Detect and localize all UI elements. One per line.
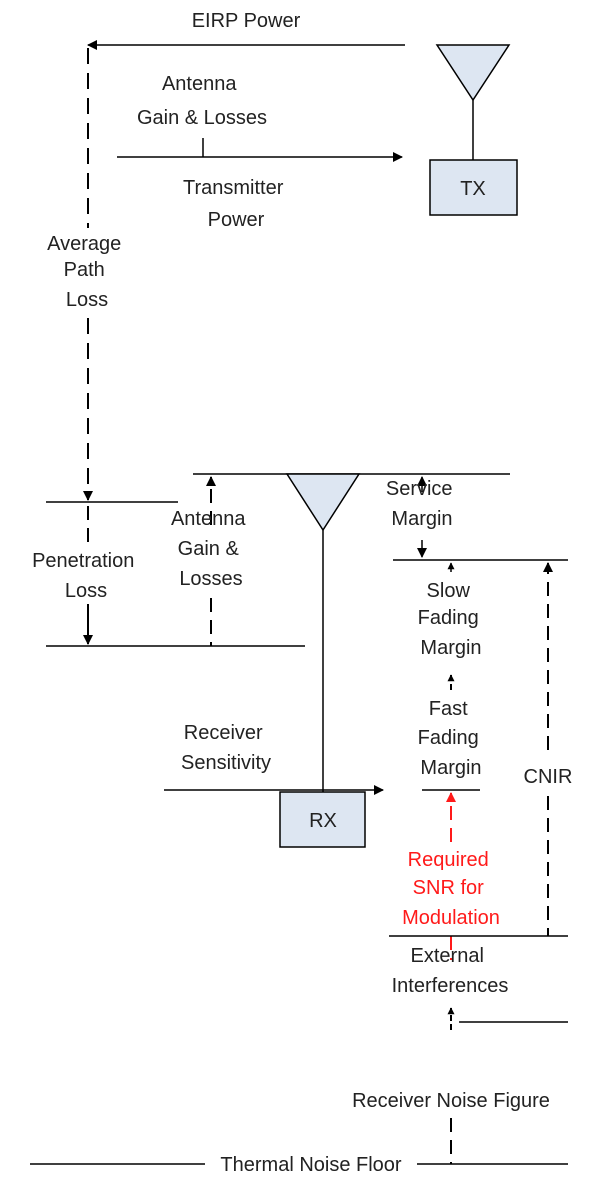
tx-block (429, 159, 518, 216)
receiver-noise-figure-label: Receiver Noise Figure (352, 1090, 550, 1112)
average-path-loss-label: Average Path Loss (47, 233, 127, 311)
penetration-loss-label: Penetration Loss (32, 550, 140, 602)
fast-fading-margin-label: Fast Fading Margin (418, 698, 485, 779)
cnir-label: CNIR (524, 766, 573, 788)
tx-antenna-icon (435, 44, 511, 102)
rx-block-label: RX (309, 810, 337, 832)
external-interferences-label: External Interferences (392, 945, 509, 997)
receiver-sensitivity-label: Receiver Sensitivity (181, 722, 271, 774)
slow-fading-margin-label: Slow Fading Margin (418, 580, 485, 659)
antenna-gain-rx-label: Antenna Gain & Losses (171, 508, 251, 590)
transmitter-power-label: Transmitter Power (183, 177, 289, 231)
thermal-noise-floor-label: Thermal Noise Floor (220, 1154, 402, 1176)
service-margin-label: Service Margin (386, 478, 458, 530)
eirp-power-label: EIRP Power (192, 10, 301, 32)
rx-antenna-icon (285, 473, 361, 532)
tx-block-label: TX (460, 178, 486, 200)
rx-block (279, 791, 366, 848)
antenna-gain-tx-label: Antenna Gain & Losses (137, 73, 267, 129)
required-snr-label: Required SNR for Modulation (402, 849, 500, 929)
